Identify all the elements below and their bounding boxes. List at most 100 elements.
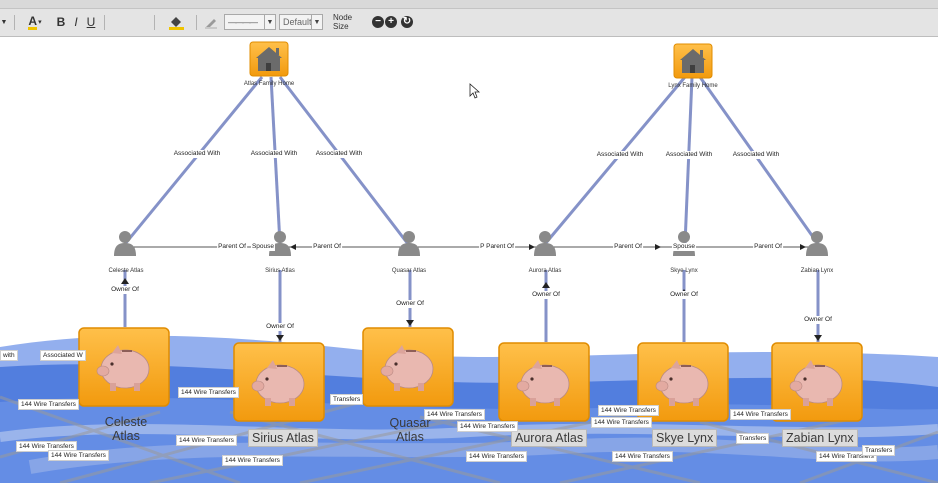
node-size-reset-button[interactable]: ↻ [401,16,413,28]
edge-label-owner-of: Owner Of [803,316,833,324]
edge-label-transfers: Transfers [862,445,896,456]
home-node-atlas[interactable] [249,41,289,77]
edge-label-wire-transfers: 144 Wire Transfers [48,450,109,461]
font-color-dropdown-icon: ▾ [38,19,42,26]
edge-label-parent-of: Parent Of [312,243,342,251]
account-node-celeste[interactable] [78,327,170,407]
edge-label-associated-with: Associated With [249,150,299,158]
pencil-icon [205,19,217,29]
edge-label-transfers: Transfers [330,394,364,405]
font-color-icon: A [28,13,38,30]
edge-label-wire-transfers: 144 Wire Transfers [424,409,485,420]
account-node-aurora[interactable] [498,342,590,422]
toolbar-top-strip [0,0,938,9]
edge-label-associated-with: Associated With [664,151,714,159]
format-toolbar: ▼ A▾ B I U ———— ▼ Default ▼ Node Size − … [0,9,938,37]
owner-of-arrowheads [121,278,822,341]
toolbar-separator [14,15,15,30]
edge-label-spouse: Spouse [671,243,697,251]
line-style-select[interactable]: ———— ▼ [224,14,276,30]
person-silhouette-icon [114,231,136,256]
edge-label-wire-transfers: 144 Wire Transfers [816,451,877,462]
fill-color-button[interactable] [165,13,189,31]
house-icon [256,47,282,71]
home-label-atlas: Atlas Family Home [243,81,295,87]
toolbar-dropdown-arrow[interactable]: ▼ [0,18,8,26]
piggy-bank-icon [96,345,150,391]
edge-label-parent-of: Parent Of [613,243,643,251]
edge-label-owner-of: Owner Of [395,300,425,308]
edge-label-owner-of: Owner Of [110,286,140,294]
owner-of-edges [123,270,820,342]
toolbar-separator [196,15,197,30]
font-color-button[interactable]: A▾ [25,13,45,31]
person-silhouette-icon [806,231,828,256]
bold-button[interactable]: B [56,15,66,29]
home-label-lynx: Lynx Family Home [668,83,718,89]
link-chart-canvas[interactable]: Atlas Family Home Lynx Family Home Assoc… [0,37,938,483]
edge-label-wire-transfers: with [0,350,18,361]
edge-label-wire-transfers: 144 Wire Transfers [222,455,283,466]
edge-label-owner-of: Owner Of [531,291,561,299]
node-size-decrease-button[interactable]: − [372,16,384,28]
edge-label-transfers: Transfers [736,433,770,444]
person-silhouette-icon [398,231,420,256]
edge-label-wire-transfers: 144 Wire Transfers [18,399,79,410]
edge-label-wire-transfers: 144 Wire Transfers [176,435,237,446]
toolbar-separator [154,15,155,30]
italic-button[interactable]: I [74,15,78,29]
piggy-bank-icon [380,345,434,391]
account-label-skye: Skye Lynx [652,429,718,447]
person-label-quasar: Quasar Atlas [391,268,427,274]
account-node-quasar[interactable] [362,327,454,407]
piggy-bank-icon [516,360,570,406]
edge-label-spouse: Spouse [250,243,276,251]
edge-label-owner-of: Owner Of [669,291,699,299]
node-size-increase-button[interactable]: + [385,16,397,28]
person-silhouette-icon [534,231,556,256]
edge-label-wire-transfers: 144 Wire Transfers [591,417,652,428]
associated-with-edges [123,76,820,245]
edge-label-wire-transfers: 144 Wire Transfers [16,441,77,452]
piggy-bank-icon [789,360,843,406]
edge-label-associated-with: Associated With [314,150,364,158]
edge-label-associated-with: Associated With [731,151,781,159]
edge-label-wire-transfers: 144 Wire Transfers [178,387,239,398]
edge-label-associated-with: Associated With [172,150,222,158]
person-label-skye: Skye Lynx [670,268,698,274]
account-label-sirius: Sirius Atlas [248,429,318,447]
piggy-bank-icon [251,360,305,406]
toolbar-separator [104,15,105,30]
chevron-down-icon: ▼ [311,15,322,29]
edge-label-owner-of: Owner Of [265,323,295,331]
account-node-zabian[interactable] [771,342,863,422]
edge-label-associated-with: Associated W [40,350,86,361]
edge-label-parent-of: Parent Of [217,243,247,251]
piggy-bank-icon [655,360,709,406]
line-color-button[interactable] [203,13,219,31]
person-label-sirius: Sirius Atlas [265,268,295,274]
edge-label-p-parent-of: P Parent Of [479,243,515,251]
account-label-aurora: Aurora Atlas [511,429,588,447]
paint-bucket-icon [169,17,184,30]
underline-button[interactable]: U [86,15,96,29]
mouse-cursor-icon [469,83,481,99]
house-icon [680,49,706,73]
person-label-celeste: Celeste Atlas [108,268,144,274]
edge-label-wire-transfers: 144 Wire Transfers [598,405,659,416]
person-label-zabian: Zabian Lynx [800,268,834,274]
person-label-aurora: Aurora Atlas [528,268,562,274]
node-size-label: Node Size [333,13,353,31]
edge-label-parent-of: Parent Of [753,243,783,251]
edge-label-associated-with: Associated With [595,151,645,159]
line-weight-select[interactable]: Default ▼ [279,14,323,30]
edge-label-wire-transfers: 144 Wire Transfers [612,451,673,462]
account-node-skye[interactable] [637,342,729,422]
home-node-lynx[interactable] [673,43,713,79]
edge-label-wire-transfers: 144 Wire Transfers [466,451,527,462]
chevron-down-icon: ▼ [264,15,275,29]
account-label-zabian: Zabian Lynx [782,429,858,447]
account-node-sirius[interactable] [233,342,325,422]
